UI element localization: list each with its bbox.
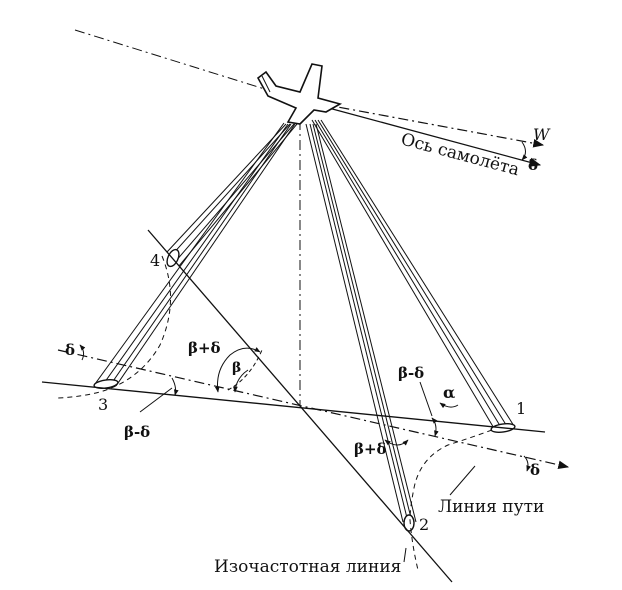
- label-ground-track: Линия пути: [438, 497, 544, 517]
- isofrequency-leader: [403, 547, 407, 563]
- aircraft-axis-line: [324, 106, 542, 167]
- footprint-2: [403, 514, 415, 532]
- isofrequency-curve-right: [409, 429, 493, 571]
- label-beam-2: 2: [419, 515, 429, 534]
- label-isofrequency-line: Изочастотная линия: [214, 557, 401, 577]
- label-beam-4: 4: [150, 251, 160, 270]
- label-delta-top: δ: [528, 156, 538, 174]
- beta-plus-delta-arc-top: [214, 347, 261, 393]
- wind-vector: [299, 99, 545, 148]
- beta-minus-delta-leader-right: [419, 381, 433, 417]
- label-beam-3: 3: [98, 395, 108, 414]
- label-beta-plus-delta-top: β+δ: [188, 339, 221, 357]
- label-alpha: α: [443, 383, 455, 402]
- beta-minus-delta-leader-left: [139, 387, 173, 413]
- label-beta-minus-delta-right: β-δ: [398, 364, 424, 382]
- beta-minus-delta-arc-left: [171, 377, 179, 396]
- ground-track-line: [57, 349, 570, 470]
- beam-4: [166, 123, 298, 267]
- alpha-arc: [439, 402, 459, 409]
- beta-plus-delta-arc-bottom: [384, 439, 409, 446]
- ground-track-leader: [449, 465, 476, 496]
- label-beam-1: 1: [516, 399, 526, 418]
- label-delta-right: δ: [530, 461, 540, 479]
- label-beta-minus-delta-left: β-δ: [124, 423, 150, 441]
- beta-minus-delta-arc-right: [431, 417, 439, 437]
- delta-arc-top: [521, 141, 528, 161]
- label-delta-left: δ: [65, 341, 75, 359]
- label-beta: β: [232, 360, 241, 376]
- beam-3: [94, 122, 296, 388]
- beta-arc: [232, 369, 249, 393]
- label-wind: W: [533, 125, 551, 144]
- airplane-icon: [256, 63, 343, 125]
- delta-arc-left: [79, 344, 86, 361]
- axis-projection-line: [41, 381, 546, 433]
- beam-2: [305, 123, 417, 523]
- beam-1: [311, 119, 515, 431]
- label-beta-plus-delta-bottom: β+δ: [354, 440, 387, 458]
- isofrequency-curve-left: [57, 255, 171, 399]
- delta-arc-right: [523, 455, 531, 472]
